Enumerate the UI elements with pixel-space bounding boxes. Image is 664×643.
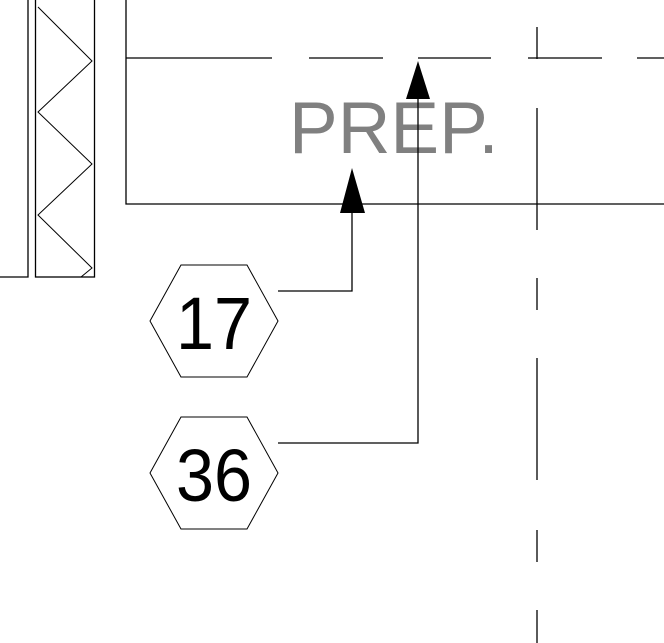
hex-tag-17[interactable]: 17 [149,264,279,378]
leader-36 [278,61,430,444]
leader-17 [278,168,365,292]
insulated-wall [34,0,96,278]
tag-number: 17 [176,282,252,365]
wall-left [0,0,29,278]
room-label: PREP. [289,88,499,169]
arrowhead-icon [406,61,430,99]
arrowhead-icon [340,168,365,213]
room-outline [125,0,664,205]
hex-tag-36[interactable]: 36 [149,416,279,530]
tag-number: 36 [176,434,252,517]
